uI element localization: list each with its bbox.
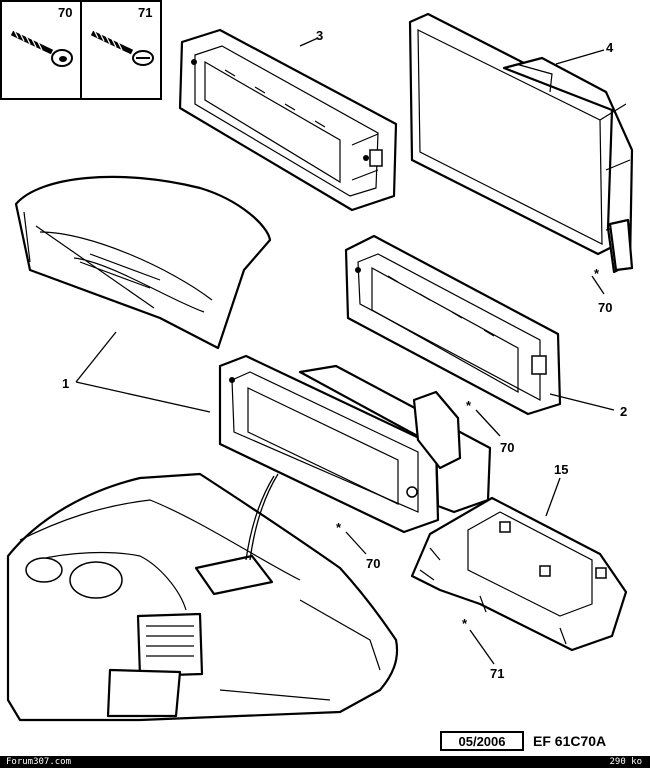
display-unit-with-bracket [218,354,492,534]
support-bracket-15 [410,496,628,652]
callout-screw-70-c: 70 [366,556,380,571]
callout-part-4: 4 [606,40,614,55]
display-unit-2 [344,234,562,416]
callout-screw-71: 71 [490,666,504,681]
diagram-reference-code: EF 61C70A [533,733,607,749]
display-unit-3 [178,28,398,212]
footer-bar [0,756,650,768]
callout-part-3: 3 [316,28,323,43]
revision-date: 05/2006 [440,731,524,751]
fixing-star-b: * [466,398,472,413]
display-unit-4 [408,12,634,274]
screw-70-label: 70 [58,5,72,20]
callout-part-1: 1 [62,376,69,391]
trim-housing-1 [14,175,272,350]
callout-screw-70-b: 70 [500,440,514,455]
screw-71-icon [90,29,154,66]
screw-71-label: 71 [138,5,152,20]
dashboard-illustration [6,472,399,722]
callout-part-2: 2 [620,404,627,419]
callout-screw-70-a: 70 [598,300,612,315]
fixing-star-d: * [462,616,468,631]
watermark-text: Forum307.com [6,757,72,767]
screw-legend-box: 70 71 [0,0,162,100]
fixing-star-c: * [336,520,342,535]
screw-70-icon [10,29,73,67]
callout-part-15: 15 [554,462,568,477]
file-size-text: 290 ko [609,757,642,767]
fixing-star-a: * [594,266,600,281]
